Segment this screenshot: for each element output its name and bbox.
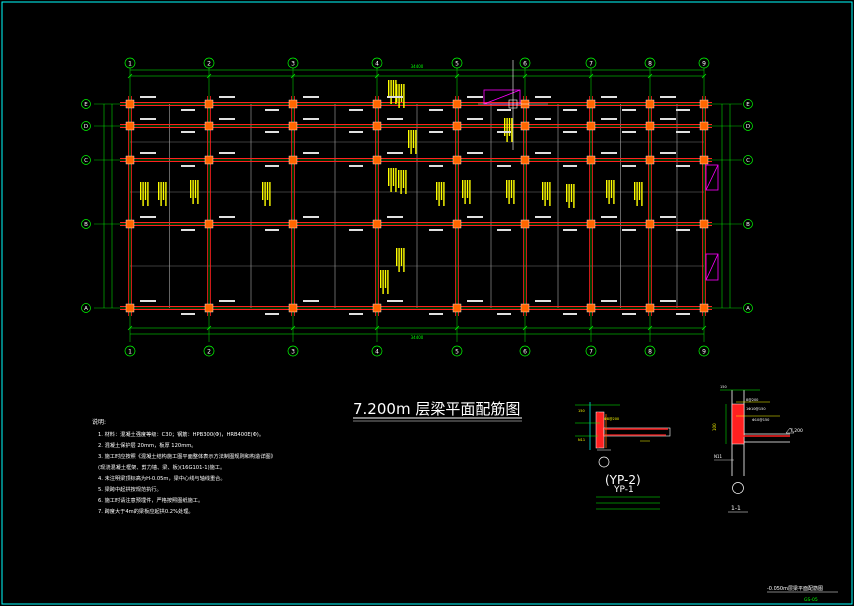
axis-bubble-9: 9 <box>698 57 710 69</box>
svg-text:3: 3 <box>291 349 295 356</box>
axis-bubble-8: 8 <box>644 345 656 357</box>
svg-text:7.200: 7.200 <box>790 428 803 434</box>
axis-bubble-2: 2 <box>203 57 215 69</box>
crosshair-cursor-icon <box>478 60 548 150</box>
svg-text:7: 7 <box>589 61 593 68</box>
axis-bubble-D: D <box>81 121 91 131</box>
svg-text:7: 7 <box>589 349 593 356</box>
note-line: 7. 跨度大于4m的梁板应起拱0.2%处理。 <box>98 507 194 515</box>
note-line: 2. 混凝土保护层 20mm，板厚 120mm。 <box>98 441 197 449</box>
axis-bubble-4: 4 <box>371 345 383 357</box>
svg-text:8: 8 <box>648 61 652 68</box>
axis-bubble-1: 1 <box>124 57 136 69</box>
design-notes: 1. 材料：混凝土强度等级：C30；钢筋：HPB300(Φ)，HRB400E(Φ… <box>98 430 276 515</box>
svg-text:Φ8@200: Φ8@200 <box>604 417 619 421</box>
axis-bubble-B: B <box>743 219 753 229</box>
svg-text:N11: N11 <box>714 454 723 459</box>
axis-bubble-3: 3 <box>287 57 299 69</box>
svg-text:1: 1 <box>128 349 132 356</box>
note-line: 1. 材料：混凝土强度等级：C30；钢筋：HPB300(Φ)，HRB400E(Φ… <box>98 430 264 438</box>
axis-bubble-6: 6 <box>519 57 531 69</box>
axis-bubble-C: C <box>743 155 753 165</box>
axis-bubble-2: 2 <box>203 345 215 357</box>
svg-text:100: 100 <box>712 423 717 431</box>
top-total-dim: 34400 <box>411 64 424 69</box>
detail-yp-sublabel: YP-1 <box>613 485 634 495</box>
svg-text:9: 9 <box>702 349 706 356</box>
axis-bubble-5: 5 <box>451 345 463 357</box>
axis-bubble-C: C <box>81 155 91 165</box>
svg-text:8: 8 <box>648 349 652 356</box>
svg-text:N11: N11 <box>578 438 585 442</box>
svg-text:4: 4 <box>375 349 379 356</box>
svg-text:3: 3 <box>291 61 295 68</box>
svg-text:C: C <box>746 158 750 164</box>
opening-marker-right-top <box>705 164 719 191</box>
svg-text:1: 1 <box>128 61 132 68</box>
note-line: 3. 施工时应按照《混凝土结构施工图平面整体表示方法制图规则和构造详图》 <box>98 452 276 460</box>
svg-text:B: B <box>84 222 88 228</box>
detail-yp-label: (YP-2) <box>605 473 641 487</box>
axis-bubble-B: B <box>81 219 91 229</box>
svg-text:150: 150 <box>578 409 585 413</box>
svg-text:D: D <box>84 124 88 130</box>
svg-text:6: 6 <box>523 349 527 356</box>
bottom-total-dim: 34400 <box>411 335 424 340</box>
svg-text:6: 6 <box>523 61 527 68</box>
svg-text:5: 5 <box>455 61 459 68</box>
svg-text:5: 5 <box>455 349 459 356</box>
axis-bubble-7: 7 <box>585 345 597 357</box>
svg-text:9: 9 <box>702 61 706 68</box>
axis-bubble-D: D <box>743 121 753 131</box>
opening-marker-right-bottom <box>705 253 719 281</box>
svg-text:D: D <box>746 124 750 130</box>
detail-section-1-1: 100 8@200 1Φ10@150 Φ10@150 7.200 N11 1-1… <box>712 385 803 513</box>
axis-bubble-5: 5 <box>451 57 463 69</box>
sheet-number: GS-05 <box>804 597 818 603</box>
detail-yp2: 150 Φ8@200 N11 (YP-2) YP-1 <box>575 402 671 510</box>
svg-text:E: E <box>84 102 88 108</box>
svg-text:A: A <box>84 306 88 312</box>
axis-bubble-A: A <box>743 303 753 313</box>
axis-bubble-6: 6 <box>519 345 531 357</box>
svg-text:Φ10@150: Φ10@150 <box>752 418 769 422</box>
svg-text:E: E <box>746 102 750 108</box>
note-line: 6. 施工时请注意预埋件，严格按照图纸施工。 <box>98 496 203 504</box>
svg-text:B: B <box>746 222 750 228</box>
axis-bubble-E: E <box>743 99 753 109</box>
rebar-annotation-layer <box>140 80 690 315</box>
svg-text:4: 4 <box>375 61 379 68</box>
axis-bubble-4: 4 <box>371 57 383 69</box>
axis-grid <box>94 68 742 342</box>
svg-text:150: 150 <box>720 385 727 389</box>
axis-bubble-9: 9 <box>698 345 710 357</box>
drawing-title: 7.200m 层梁平面配筋图 <box>353 400 520 418</box>
detail-section-label: 1-1 <box>731 505 741 512</box>
svg-text:2: 2 <box>207 61 211 68</box>
svg-text:8@200: 8@200 <box>746 398 758 402</box>
note-line: (现浇混凝土框架、剪力墙、梁、板)(16G101-1)施工。 <box>98 463 225 471</box>
beam-layer <box>120 96 712 316</box>
svg-text:A: A <box>746 306 750 312</box>
note-line: 4. 未注明梁顶标高为H-0.05m，梁中心线与轴线重合。 <box>98 474 226 482</box>
column-layer <box>125 99 709 313</box>
axis-bubble-3: 3 <box>287 345 299 357</box>
axis-bubble-8: 8 <box>644 57 656 69</box>
sheet-code: -0.050m层梁平面配筋图 <box>767 585 823 592</box>
axis-bubble-E: E <box>81 99 91 109</box>
svg-text:C: C <box>84 158 88 164</box>
axis-bubble-7: 7 <box>585 57 597 69</box>
notes-heading: 说明: <box>92 418 106 426</box>
svg-text:1Φ10@150: 1Φ10@150 <box>746 407 766 411</box>
axis-bubble-1: 1 <box>124 345 136 357</box>
svg-text:2: 2 <box>207 349 211 356</box>
axis-bubble-A: A <box>81 303 91 313</box>
note-line: 5. 梁跨中起拱按规范执行。 <box>98 485 162 493</box>
